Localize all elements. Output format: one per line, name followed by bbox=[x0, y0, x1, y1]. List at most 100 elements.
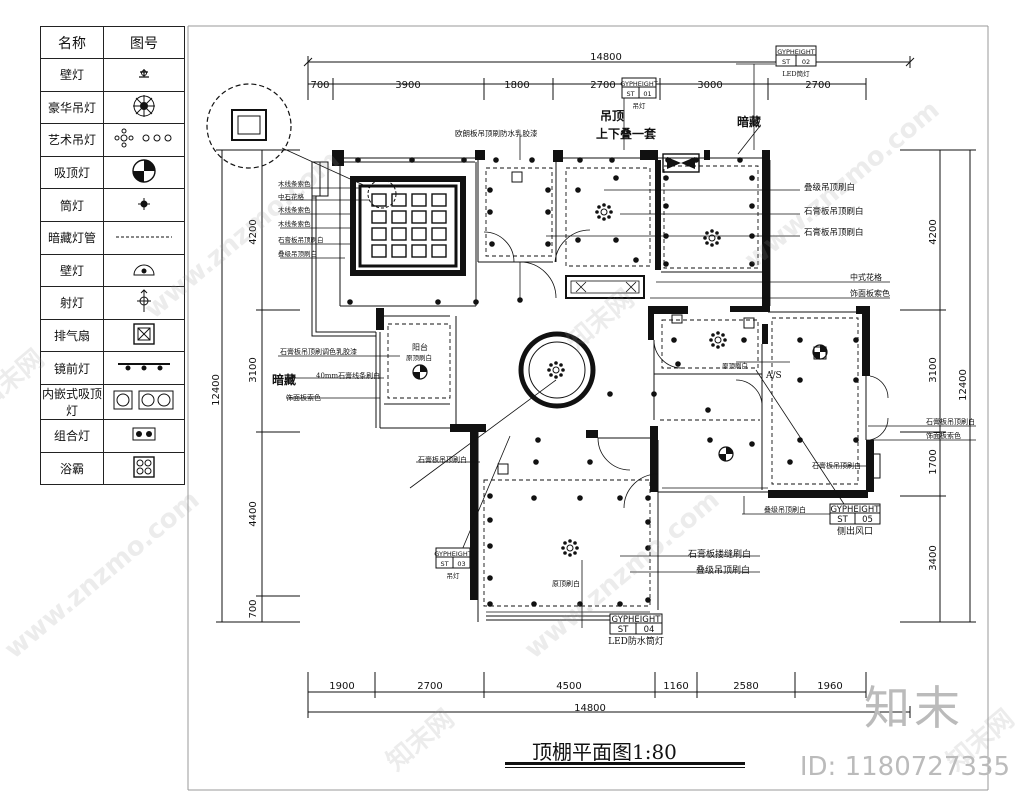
svg-text:侧出风口: 侧出风口 bbox=[837, 525, 873, 537]
label-bed-ceiling: 原顶刷白 bbox=[552, 579, 580, 588]
chandelier-mark bbox=[547, 361, 565, 379]
svg-text:GYPHEIGHT: GYPHEIGHT bbox=[777, 48, 814, 56]
spotlight-icon bbox=[103, 286, 185, 320]
svg-text:04: 04 bbox=[644, 625, 655, 635]
art-chandelier-icon bbox=[103, 123, 185, 157]
downlight-mark bbox=[575, 237, 581, 243]
chandelier-mark bbox=[709, 331, 727, 349]
downlight-mark bbox=[749, 261, 755, 267]
legend-row-name: 暗藏灯管 bbox=[40, 220, 104, 255]
downlight-mark bbox=[575, 187, 581, 193]
label-balcony-note: 石膏板吊顶刷调色乳胶漆 bbox=[280, 347, 357, 356]
dim-top-total: 14800 bbox=[590, 52, 622, 63]
downlight-mark bbox=[737, 157, 743, 163]
label-mark-ceiling: 吊顶 bbox=[600, 109, 624, 123]
dim-bottom-seg: 1960 bbox=[817, 681, 842, 692]
label-left: 木线条索色 bbox=[278, 179, 311, 188]
exhaust-fan-icon bbox=[103, 318, 185, 353]
label-veneer: 饰面板索色 bbox=[926, 431, 961, 440]
downlight-mark bbox=[693, 157, 699, 163]
label-veneer: 饰面板索色 bbox=[286, 393, 321, 402]
downlight-mark bbox=[535, 437, 541, 443]
downlight-mark bbox=[645, 597, 651, 603]
downlight-mark bbox=[665, 157, 671, 163]
downlight-mark bbox=[853, 437, 859, 443]
wall-lamp-icon bbox=[103, 58, 185, 92]
downlight-mark bbox=[487, 601, 493, 607]
svg-text:吊灯: 吊灯 bbox=[447, 571, 461, 580]
svg-text:ST: ST bbox=[440, 560, 448, 568]
label-gypsum: 石膏板吊顶刷白 bbox=[804, 206, 864, 217]
downlight-mark bbox=[617, 601, 623, 607]
dim-left-seg: 700 bbox=[248, 599, 259, 618]
downlight-mark bbox=[617, 495, 623, 501]
title-underline-thin bbox=[505, 767, 745, 768]
label-left: 木线条索色 bbox=[278, 219, 311, 228]
svg-text:吊灯: 吊灯 bbox=[633, 101, 647, 110]
label-overlap: 叠级吊顶刷白 bbox=[764, 505, 806, 514]
label-overlap: 叠级吊顶刷白 bbox=[696, 564, 750, 576]
dim-right-seg: 4200 bbox=[928, 219, 939, 244]
coffer-panel bbox=[391, 244, 407, 258]
svg-text:LED防水筒灯: LED防水筒灯 bbox=[608, 635, 664, 647]
downlight-mark bbox=[577, 495, 583, 501]
downlight-mark bbox=[663, 261, 669, 267]
title-underline bbox=[505, 762, 745, 765]
downlight-mark bbox=[493, 157, 499, 163]
dim-bottom-seg: 2700 bbox=[417, 681, 442, 692]
downlight-mark bbox=[787, 459, 793, 465]
downlight-mark bbox=[749, 441, 755, 447]
downlight-mark bbox=[587, 459, 593, 465]
downlight-mark bbox=[461, 157, 467, 163]
legend-row-name: 内嵌式吸顶灯 bbox=[40, 383, 104, 420]
downlight-mark bbox=[853, 377, 859, 383]
downlight-mark bbox=[533, 459, 539, 465]
image-id: ID: 1180727335 bbox=[799, 752, 1010, 782]
downlight-mark bbox=[487, 575, 493, 581]
downlight-mark bbox=[529, 157, 535, 163]
dim-right-total: 12400 bbox=[958, 369, 969, 401]
downlight-mark bbox=[613, 175, 619, 181]
dim-top-seg: 2700 bbox=[590, 80, 615, 91]
label-as: A/S bbox=[765, 371, 782, 381]
legend-row-name: 豪华吊灯 bbox=[40, 90, 104, 125]
dim-top-seg: 700 bbox=[310, 80, 329, 91]
dim-right-seg: 1700 bbox=[928, 449, 939, 474]
coffer-panel bbox=[391, 227, 407, 241]
svg-text:ST: ST bbox=[837, 515, 848, 525]
legend-row-name: 射灯 bbox=[40, 286, 104, 320]
downlight-mark bbox=[671, 337, 677, 343]
downlight-mark bbox=[749, 175, 755, 181]
dim-top-seg: 2700 bbox=[805, 80, 830, 91]
coffer-panel bbox=[371, 210, 387, 224]
legend-table: 名称 图号 壁灯 豪华吊灯 艺术吊灯 吸顶灯 筒灯 暗藏灯管 壁灯 射灯 排气扇… bbox=[40, 26, 185, 486]
downlight-mark bbox=[705, 407, 711, 413]
coffer-panel bbox=[391, 210, 407, 224]
label-gypsum: 石膏板吊顶刷白 bbox=[418, 455, 467, 464]
legend-row-name: 组合灯 bbox=[40, 418, 104, 453]
label-balcony: 阳台 bbox=[412, 342, 428, 352]
label-gypsum: 石膏板吊顶刷白 bbox=[812, 461, 861, 470]
downlight-mark bbox=[545, 187, 551, 193]
dim-bottom-seg: 1900 bbox=[329, 681, 354, 692]
svg-text:ST: ST bbox=[618, 625, 629, 635]
downlight-mark bbox=[633, 257, 639, 263]
downlight-mark bbox=[355, 157, 361, 163]
downlight-mark bbox=[487, 543, 493, 549]
downlight-mark bbox=[607, 391, 613, 397]
dim-top-seg: 3900 bbox=[395, 80, 420, 91]
coffer-panel bbox=[431, 210, 447, 224]
dim-bottom-seg: 1160 bbox=[663, 681, 688, 692]
coffer-panel bbox=[431, 244, 447, 258]
downlight-mark bbox=[473, 299, 479, 305]
downlight-mark bbox=[651, 391, 657, 397]
downlight-mark bbox=[487, 187, 493, 193]
dim-top-seg: 3000 bbox=[697, 80, 722, 91]
downlight-mark bbox=[609, 157, 615, 163]
